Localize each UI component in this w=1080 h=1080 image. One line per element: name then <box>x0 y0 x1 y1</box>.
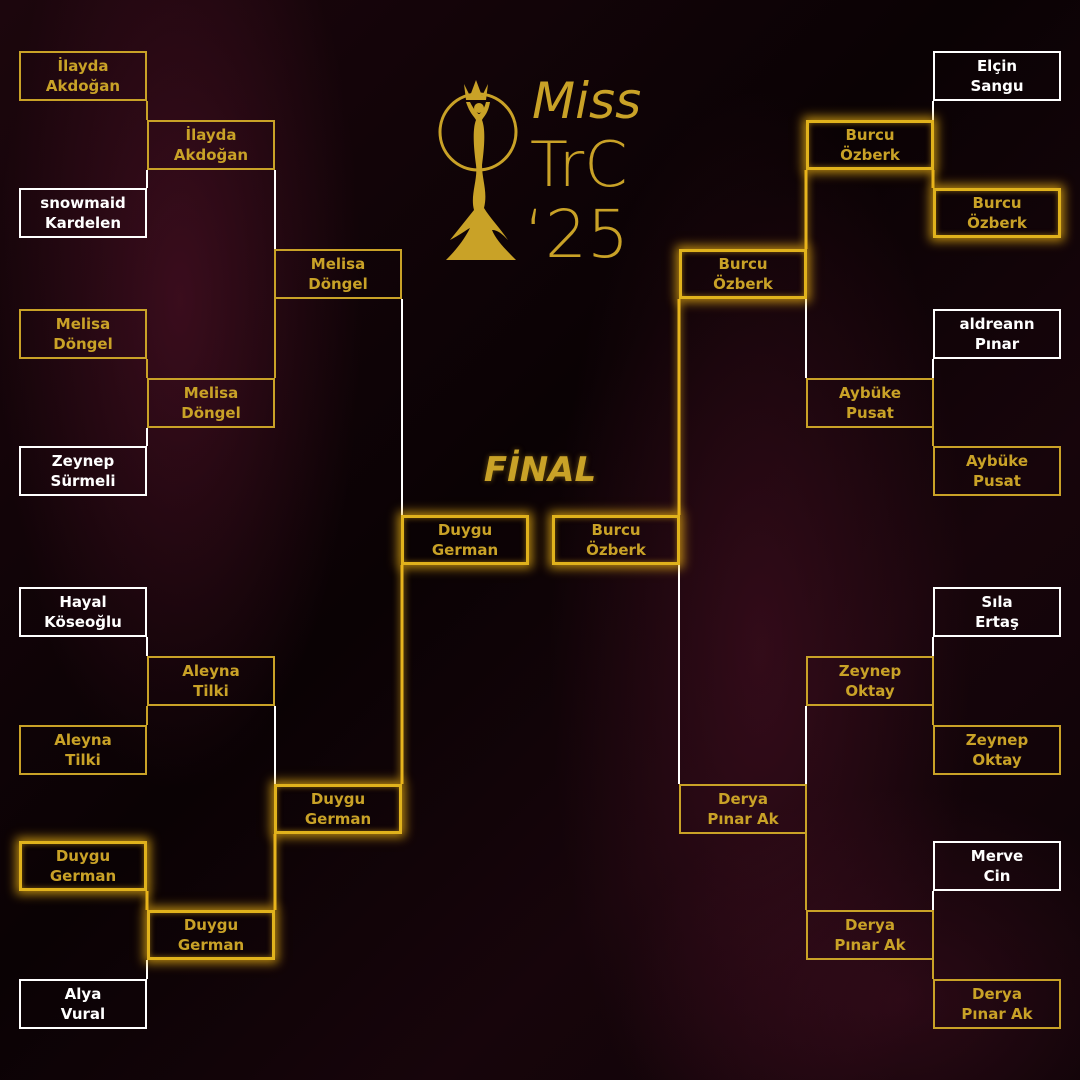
contestant-last-name: German <box>177 936 245 954</box>
contestant-last-name: Özberk <box>713 275 773 293</box>
contestant-last-name: German <box>49 867 117 885</box>
contestant-last-name: Pınar Ak <box>707 810 779 828</box>
logo-trc: TrC <box>530 128 628 201</box>
contestant-first-name: Melisa <box>55 315 111 333</box>
contestant-last-name: Akdoğan <box>173 146 249 164</box>
contestant-first-name: Aybüke <box>965 452 1028 470</box>
contestant-last-name: German <box>304 810 372 828</box>
contestant-last-name: Sangu <box>970 77 1024 95</box>
contestant-last-name: Döngel <box>53 335 113 353</box>
contestant-last-name: Özberk <box>967 214 1027 232</box>
contestant-first-name: Alya <box>64 985 102 1003</box>
contestant-first-name: Elçin <box>976 57 1018 75</box>
contestant-last-name: Cin <box>983 867 1011 885</box>
contestant-first-name: Burcu <box>972 194 1022 212</box>
contestant-first-name: Burcu <box>845 126 895 144</box>
contestant-first-name: Zeynep <box>965 731 1029 749</box>
contestant-first-name: İlayda <box>185 126 237 144</box>
contestant-last-name: Ertaş <box>975 613 1019 631</box>
contestant-first-name: Sıla <box>981 593 1013 611</box>
contestant-last-name: Oktay <box>845 682 895 700</box>
contestant-first-name: Aybüke <box>838 384 901 402</box>
contestant-last-name: Pusat <box>973 472 1021 490</box>
contestant-last-name: Sürmeli <box>50 472 116 490</box>
contestant-first-name: Merve <box>970 847 1024 865</box>
contestant-last-name: Döngel <box>308 275 368 293</box>
contestant-first-name: Melisa <box>183 384 239 402</box>
contestant-first-name: Burcu <box>591 521 641 539</box>
contestant-last-name: German <box>431 541 499 559</box>
contestant-last-name: Akdoğan <box>45 77 121 95</box>
contestant-last-name: Köseoğlu <box>44 613 122 631</box>
contestant-last-name: Özberk <box>840 146 900 164</box>
contestant-last-name: Tilki <box>193 682 229 700</box>
contestant-first-name: Zeynep <box>838 662 902 680</box>
contestant-last-name: Pınar <box>974 335 1020 353</box>
contestant-first-name: Aleyna <box>182 662 240 680</box>
contestant-last-name: Vural <box>60 1005 106 1023</box>
contestant-last-name: Kardelen <box>44 214 122 232</box>
contestant-first-name: Derya <box>845 916 895 934</box>
contestant-last-name: Pınar Ak <box>834 936 906 954</box>
final-label: FİNAL <box>483 450 597 490</box>
trophy-figure-icon <box>438 80 518 260</box>
contestant-first-name: Duygu <box>183 916 239 934</box>
contestant-first-name: Melisa <box>310 255 366 273</box>
contestant-last-name: Döngel <box>181 404 241 422</box>
contestant-last-name: Özberk <box>586 541 646 559</box>
contestant-first-name: Aleyna <box>54 731 112 749</box>
contestant-last-name: Pınar Ak <box>961 1005 1033 1023</box>
logo-year: ‘25 <box>524 196 629 273</box>
contestant-first-name: snowmaid <box>40 194 126 212</box>
contestant-last-name: Tilki <box>65 751 101 769</box>
contestant-first-name: Duygu <box>437 521 493 539</box>
contestant-last-name: Oktay <box>972 751 1022 769</box>
contestant-first-name: aldreann <box>959 315 1035 333</box>
contestant-first-name: Hayal <box>59 593 107 611</box>
contestant-last-name: Pusat <box>846 404 894 422</box>
miss-trc-logo: Miss TrC ‘25 <box>436 70 656 273</box>
contestant-first-name: Derya <box>718 790 768 808</box>
contestant-first-name: Derya <box>972 985 1022 1003</box>
contestant-first-name: Zeynep <box>51 452 115 470</box>
contestant-first-name: Duygu <box>55 847 111 865</box>
logo-miss: Miss <box>532 72 642 130</box>
contestant-first-name: Duygu <box>310 790 366 808</box>
contestant-first-name: İlayda <box>57 57 109 75</box>
contestant-first-name: Burcu <box>718 255 768 273</box>
